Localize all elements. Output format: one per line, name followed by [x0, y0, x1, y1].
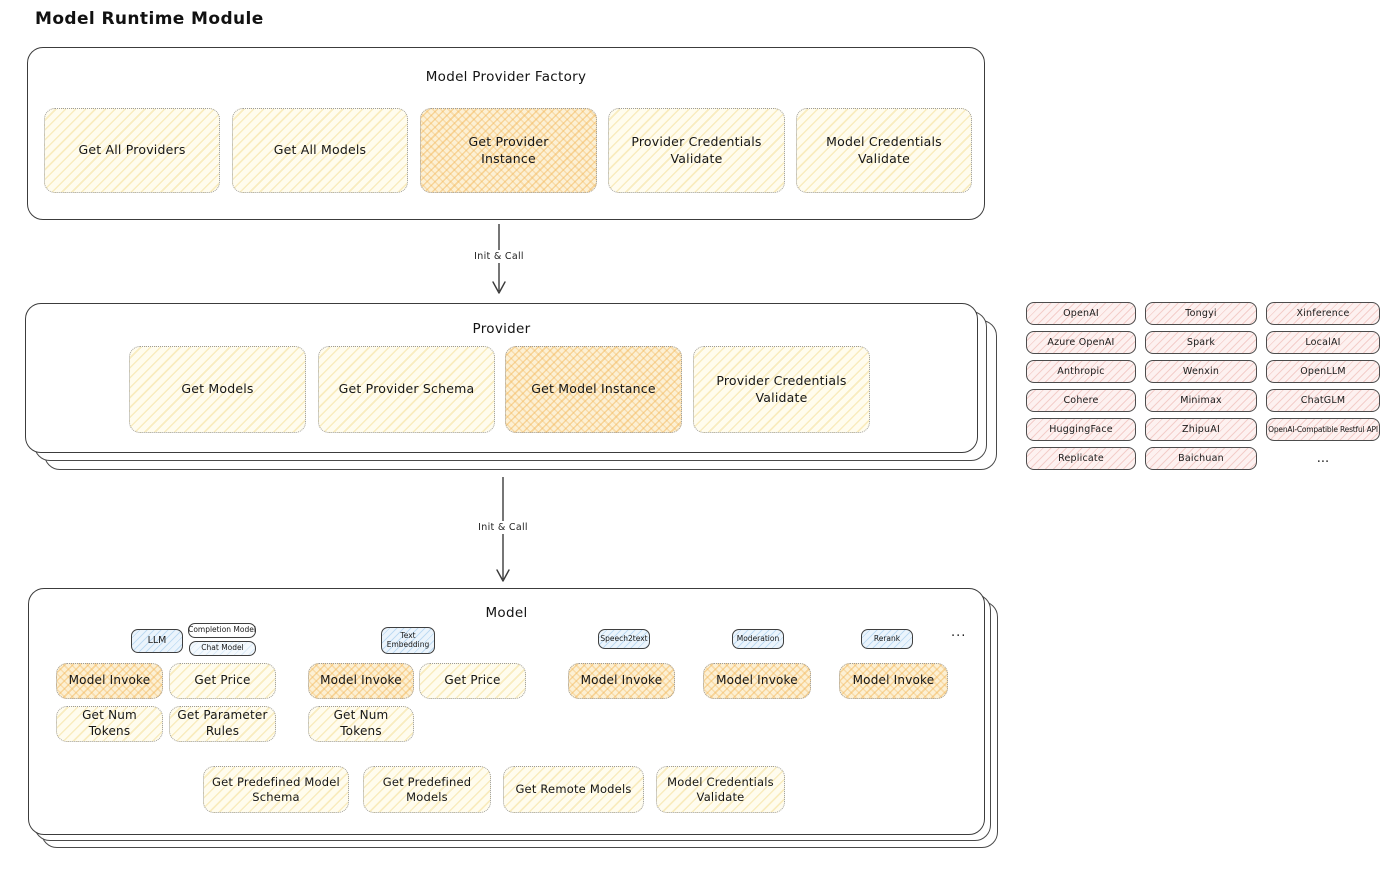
- factory-btn-provider-credentials-validate: Provider Credentials Validate: [608, 108, 785, 193]
- model-btn-invoke-moderation: Model Invoke: [703, 663, 811, 699]
- tags-more-ellipsis: ...: [951, 625, 967, 640]
- chip-tongyi: Tongyi: [1145, 302, 1257, 325]
- model-btn-invoke-rerank: Model Invoke: [839, 663, 948, 699]
- chip-wenxin: Wenxin: [1145, 360, 1257, 383]
- tag-moderation: Moderation: [732, 629, 784, 649]
- model-btn-get-price-llm: Get Price: [169, 663, 276, 699]
- chip-openai: OpenAI: [1026, 302, 1136, 325]
- model-btn-invoke-embedding: Model Invoke: [308, 663, 414, 699]
- provider-btn-get-models: Get Models: [129, 346, 306, 433]
- model-btn-get-remote-models: Get Remote Models: [503, 766, 644, 813]
- factory-box: Model Provider Factory Get All Providers…: [27, 47, 985, 220]
- tag-text-embedding: Text Embedding: [381, 627, 435, 654]
- chip-azure-openai: Azure OpenAI: [1026, 331, 1136, 354]
- model-btn-invoke-llm: Model Invoke: [56, 663, 163, 699]
- model-btn-invoke-speech2text: Model Invoke: [568, 663, 675, 699]
- chip-replicate: Replicate: [1026, 447, 1136, 470]
- chip-chatglm: ChatGLM: [1266, 389, 1380, 412]
- init-call-label-2: Init & Call: [461, 521, 545, 534]
- model-btn-get-parameter-rules: Get Parameter Rules: [169, 706, 276, 742]
- model-btn-get-num-tokens-embedding: Get Num Tokens: [308, 706, 414, 742]
- provider-title: Provider: [472, 321, 531, 337]
- page-title: Model Runtime Module: [35, 9, 264, 29]
- model-box: Model LLM Completion Model Chat Model Te…: [28, 588, 985, 835]
- factory-btn-get-provider-instance: Get Provider Instance: [420, 108, 597, 193]
- provider-btn-get-model-instance: Get Model Instance: [505, 346, 682, 433]
- chip-baichuan: Baichuan: [1145, 447, 1257, 470]
- provider-btn-provider-credentials-validate: Provider Credentials Validate: [693, 346, 870, 433]
- tag-llm: LLM: [131, 629, 183, 653]
- chip-spark: Spark: [1145, 331, 1257, 354]
- chip-cohere: Cohere: [1026, 389, 1136, 412]
- model-btn-get-num-tokens-llm: Get Num Tokens: [56, 706, 163, 742]
- providers-grid: OpenAI Tongyi Xinference Azure OpenAI Sp…: [1026, 302, 1380, 470]
- chip-huggingface: HuggingFace: [1026, 418, 1136, 441]
- provider-box: Provider Get Models Get Provider Schema …: [25, 303, 978, 453]
- model-btn-get-predefined-models: Get Predefined Models: [363, 766, 491, 813]
- tag-rerank: Rerank: [861, 629, 913, 649]
- factory-btn-get-all-providers: Get All Providers: [44, 108, 220, 193]
- tag-completion-model: Completion Model: [188, 623, 256, 638]
- chip-xinference: Xinference: [1266, 302, 1380, 325]
- model-btn-get-predefined-model-schema: Get Predefined Model Schema: [203, 766, 349, 813]
- providers-more-ellipsis: ...: [1316, 451, 1330, 466]
- factory-btn-get-all-models: Get All Models: [232, 108, 408, 193]
- chip-minimax: Minimax: [1145, 389, 1257, 412]
- model-btn-get-price-embedding: Get Price: [419, 663, 526, 699]
- factory-btn-model-credentials-validate: Model Credentials Validate: [796, 108, 972, 193]
- tag-speech2text: Speech2text: [598, 629, 650, 649]
- model-btn-model-credentials-validate: Model Credentials Validate: [656, 766, 785, 813]
- chip-openai-compatible-restful-api: OpenAI-Compatible Restful API: [1266, 418, 1380, 441]
- chip-anthropic: Anthropic: [1026, 360, 1136, 383]
- chip-localai: LocalAI: [1266, 331, 1380, 354]
- chip-zhipuai: ZhipuAI: [1145, 418, 1257, 441]
- init-call-label-1: Init & Call: [457, 250, 541, 263]
- model-title: Model: [485, 605, 528, 621]
- chip-openllm: OpenLLM: [1266, 360, 1380, 383]
- tag-chat-model: Chat Model: [189, 641, 256, 656]
- factory-title: Model Provider Factory: [425, 69, 587, 85]
- provider-btn-get-provider-schema: Get Provider Schema: [318, 346, 495, 433]
